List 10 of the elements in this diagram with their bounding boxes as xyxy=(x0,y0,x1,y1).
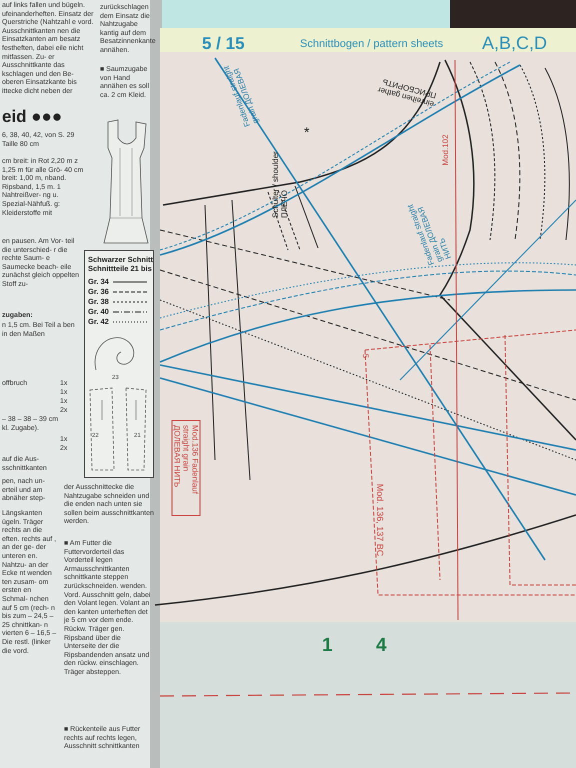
issue-number: 5 / 15 xyxy=(202,33,245,55)
section-heading: eid ●●● xyxy=(2,106,62,128)
grain-line-label: Mod.136 Fadenlauf straight grain ДОЛЕВАЯ НИТЬ xyxy=(172,420,200,516)
star-mark: * xyxy=(304,123,310,142)
sheet-letters: A,B,C,D xyxy=(482,32,548,55)
sheet-number: 4 xyxy=(376,634,387,658)
sheet-title: Schnittbogen / pattern sheets xyxy=(300,37,444,52)
model-label: Mod.102 xyxy=(440,134,451,166)
model-label: Mod. 136, 137 BC xyxy=(374,484,386,556)
sheet-number: 1 xyxy=(322,634,333,658)
